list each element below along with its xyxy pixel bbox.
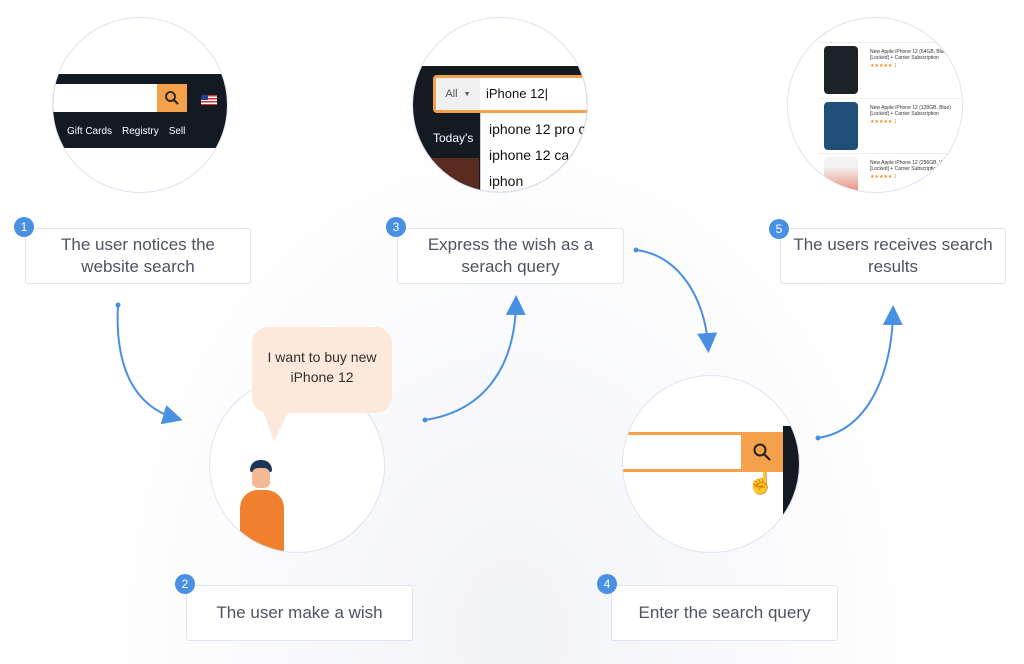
suggestion: iphone 12 ca xyxy=(489,147,570,163)
product-item: New Apple iPhone 12 (256GB, White) [Lock… xyxy=(818,153,962,192)
speech-bubble: I want to buy new iPhone 12 xyxy=(252,327,392,413)
enter-query-circle: ☝ xyxy=(622,375,800,553)
flag-icon xyxy=(201,95,217,105)
search-icon xyxy=(753,443,771,461)
arrow-4-5 xyxy=(817,305,903,439)
step-1-badge: 1 xyxy=(14,217,34,237)
suggestions-list: iphone 12 pro c iphone 12 ca iphon xyxy=(480,113,587,192)
step-4-label: Enter the search query xyxy=(611,585,838,641)
query-text: iPhone 12| xyxy=(486,86,548,101)
nav-sell: Sell xyxy=(168,126,186,137)
step-4-badge: 4 xyxy=(597,574,617,594)
hand-cursor-icon: ☝ xyxy=(747,470,775,495)
nav-todays: Today's xyxy=(433,131,474,145)
step-5-badge: 5 xyxy=(769,219,789,239)
suggestion: iphone 12 pro c xyxy=(489,121,586,137)
search-button xyxy=(741,432,783,472)
step-3-label: Express the wish as a serach query xyxy=(397,228,624,284)
step-2-badge: 2 xyxy=(175,574,195,594)
query-circle: All▼ iPhone 12| Today's iphone 12 pro c … xyxy=(412,17,588,193)
arrow-3-4 xyxy=(635,249,718,353)
category-label: All xyxy=(445,88,458,100)
category-select: All▼ xyxy=(436,78,480,110)
person-illustration xyxy=(236,458,296,552)
step-5-label: The users receives search results xyxy=(780,228,1006,284)
arrow-2-3 xyxy=(424,295,526,421)
step-1-label: The user notices the website search xyxy=(25,228,251,284)
product-item: New Apple iPhone 12 (64GB, Black) [Locke… xyxy=(818,42,962,97)
nav-gift-cards: Gift Cards xyxy=(67,126,113,137)
search-icon xyxy=(157,84,187,112)
product-item: New Apple iPhone 12 (128GB, Blue) [Locke… xyxy=(818,98,962,153)
results-circle: New Apple iPhone 12 (64GB, Black) [Locke… xyxy=(787,17,963,193)
arrow-1-2 xyxy=(116,304,183,425)
step-3-badge: 3 xyxy=(386,217,406,237)
step-2-label: The user make a wish xyxy=(186,585,413,641)
nav-registry: Registry xyxy=(122,126,159,137)
suggestion: iphon xyxy=(489,173,524,189)
speech-bubble-tail xyxy=(262,408,296,442)
search-bar-circle: Gift Cards Registry Sell xyxy=(52,17,228,193)
